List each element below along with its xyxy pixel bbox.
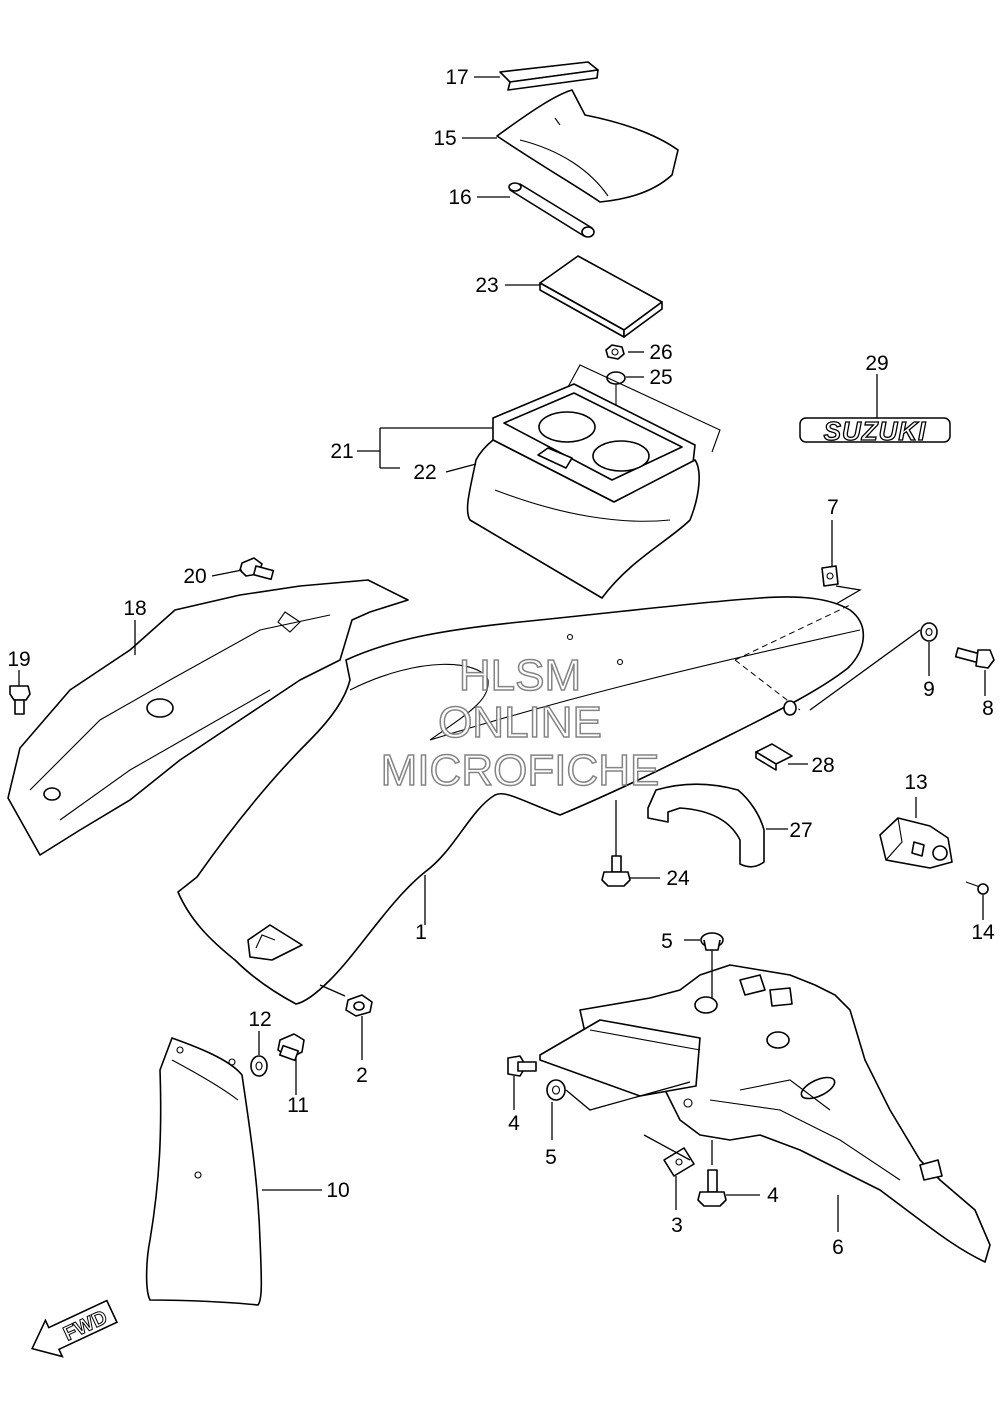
forward-direction-arrow: FWD [30, 1299, 119, 1358]
callout-22: 22 [413, 461, 436, 484]
part-21-tray [492, 364, 721, 503]
part-12-washer [250, 1055, 268, 1077]
callout-25: 25 [649, 366, 672, 389]
callout-11: 11 [287, 1094, 309, 1117]
callout-14: 14 [971, 921, 995, 944]
part-9-washer [920, 622, 938, 642]
callout-20: 20 [183, 565, 206, 588]
callout-13: 13 [904, 771, 927, 794]
part-14-screw [965, 881, 989, 895]
watermark: HLSM ONLINE MICROFICHE [380, 650, 660, 796]
callout-18: 18 [123, 597, 146, 620]
watermark-line-3: MICROFICHE [381, 746, 660, 795]
callout-21: 21 [330, 440, 353, 463]
part-4-bolt-left [507, 1055, 537, 1077]
part-26-nut [605, 344, 625, 360]
part-20-bolt [239, 557, 275, 581]
part-19-bolt [9, 685, 31, 715]
part-18-side-cover [7, 579, 409, 856]
callout-19: 19 [7, 648, 30, 671]
part-7-clip [821, 565, 839, 587]
callout-26: 26 [649, 341, 672, 364]
emblem-text: SUZUKI [824, 416, 927, 446]
callout-3: 3 [671, 1214, 683, 1237]
part-11-bolt [277, 1033, 305, 1062]
part-6-inner-fender [539, 964, 991, 1263]
part-22-tray-cover [466, 439, 700, 599]
part-16-pin [508, 182, 595, 238]
part-4-bolt-bottom [697, 1169, 727, 1207]
part-5-grommet-bottom [546, 1079, 566, 1101]
part-10-mudflap [145, 1037, 263, 1306]
watermark-line-2: ONLINE [438, 698, 602, 747]
part-2-bolt [345, 994, 373, 1017]
callout-7: 7 [827, 496, 839, 519]
callout-24: 24 [666, 867, 690, 890]
callout-4-left: 4 [508, 1112, 520, 1135]
part-1-rear-fender [177, 596, 865, 1005]
callout-10: 10 [326, 1179, 349, 1202]
watermark-line-1: HLSM [459, 651, 581, 700]
part-13-lamp [879, 817, 953, 869]
part-23-pad [539, 255, 663, 338]
callout-29: 29 [865, 352, 888, 375]
callout-5-top: 5 [661, 930, 673, 953]
part-28-pad [755, 743, 793, 771]
part-24-bolt [601, 855, 631, 887]
part-29-emblem: SUZUKI [799, 415, 951, 447]
callout-17: 17 [445, 66, 468, 89]
callout-4-bottom: 4 [767, 1184, 779, 1207]
part-15-tool-bag [496, 89, 679, 203]
part-27-grab-handle [647, 783, 765, 868]
callout-6: 6 [832, 1236, 844, 1259]
part-8-bolt [954, 647, 995, 669]
callout-1: 1 [415, 921, 427, 944]
callout-5-bottom: 5 [545, 1146, 557, 1169]
callout-2: 2 [356, 1064, 368, 1087]
part-3-clip-nut [663, 1147, 695, 1177]
callout-8: 8 [982, 697, 994, 720]
callout-27: 27 [789, 819, 812, 842]
callout-28: 28 [811, 754, 834, 777]
part-5-grommet-top [700, 932, 724, 951]
callout-15: 15 [433, 127, 456, 150]
callout-12: 12 [248, 1008, 271, 1031]
callout-9: 9 [923, 678, 935, 701]
callout-23: 23 [475, 274, 498, 297]
callout-labels: 1 2 3 4 4 5 5 6 7 8 9 10 11 12 13 14 15 … [7, 66, 995, 1259]
callout-16: 16 [448, 186, 471, 209]
part-17-strap [499, 61, 599, 91]
leader-lines [18, 76, 986, 1232]
